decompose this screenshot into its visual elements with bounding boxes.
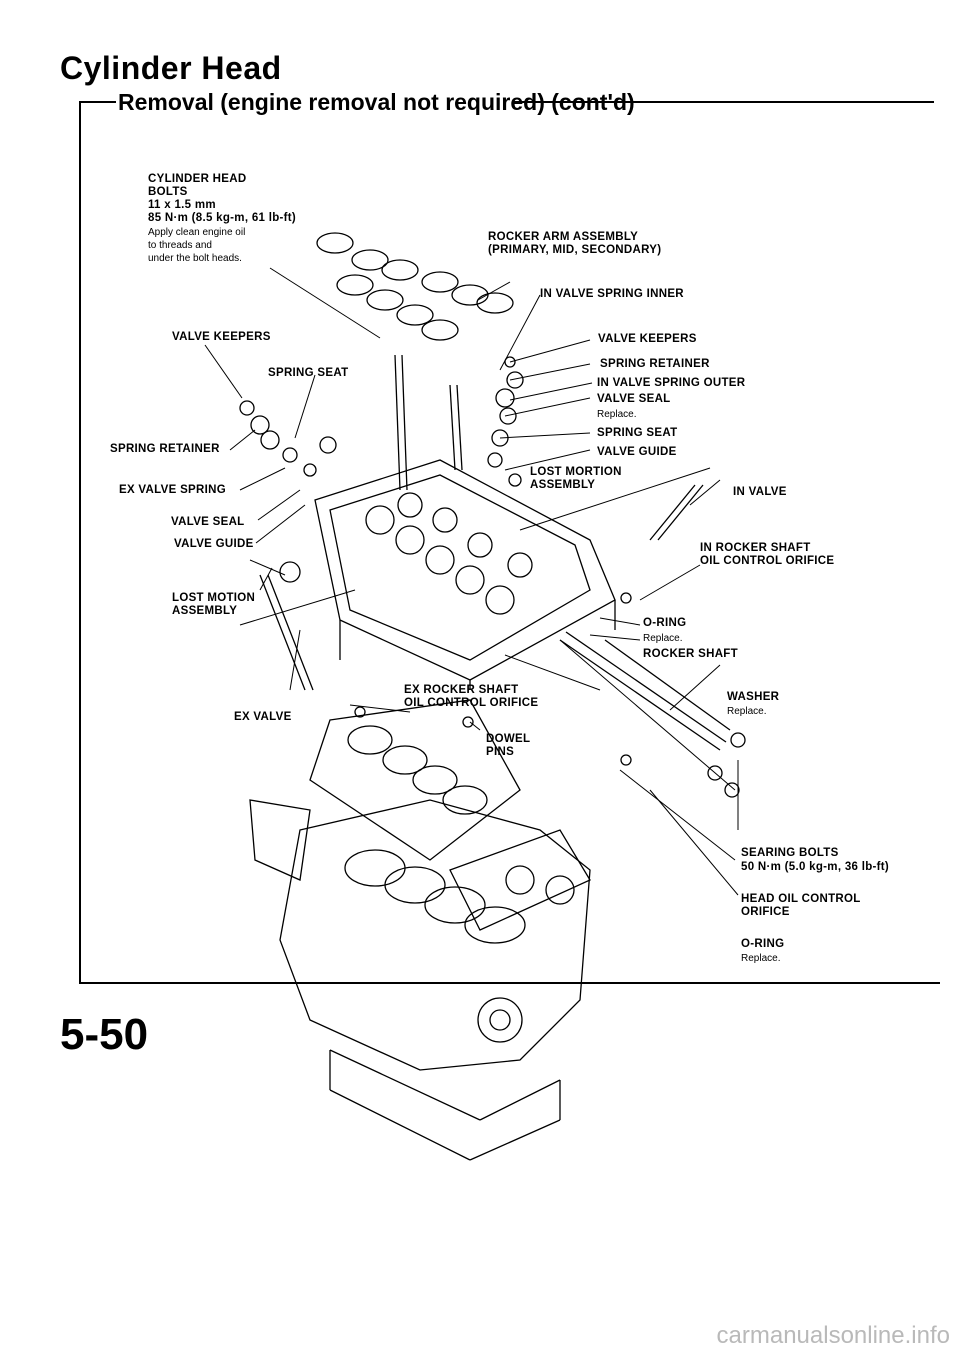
label-valve-seal-right: VALVE SEAL	[597, 393, 671, 405]
section-rule-left	[80, 101, 116, 103]
label-head-oil-control-orifice-2: ORIFICE	[741, 906, 790, 918]
label-spring-seat-right: SPRING SEAT	[597, 427, 678, 439]
footer-rule	[79, 982, 940, 984]
label-lost-motion-right: LOST MORTION	[530, 466, 622, 478]
label-ex-rocker-shaft-orifice-2: OIL CONTROL ORIFICE	[404, 697, 539, 709]
label-replace-4: Replace.	[741, 953, 781, 964]
head-gasket-drawing	[309, 699, 521, 861]
label-valve-keepers-left: VALVE KEEPERS	[172, 331, 271, 343]
label-washer: WASHER	[727, 691, 780, 703]
label-in-rocker-shaft-orifice-2: OIL CONTROL ORIFICE	[700, 555, 835, 567]
rocker-arm-assembly-drawing	[316, 232, 514, 341]
rocker-shafts	[559, 592, 746, 798]
label-valve-guide-left: VALVE GUIDE	[174, 538, 254, 550]
label-o-ring-2: O-RING	[741, 938, 785, 950]
label-lost-motion-right-2: ASSEMBLY	[530, 479, 596, 491]
label-spring-seat-left: SPRING SEAT	[268, 367, 349, 379]
label-head-bolts-3: 11 x 1.5 mm	[148, 199, 216, 211]
label-in-rocker-shaft-orifice: IN ROCKER SHAFT	[700, 542, 811, 554]
label-ex-valve-spring: EX VALVE SPRING	[119, 484, 226, 496]
label-dowel-pins: DOWEL	[486, 733, 531, 745]
page-number: 5-50	[60, 1010, 149, 1059]
label-head-bolts: CYLINDER HEAD	[148, 173, 247, 185]
label-bearing-bolts-2: 50 N·m (5.0 kg-m, 36 lb-ft)	[741, 861, 890, 873]
label-rocker-arm-assembly-2: (PRIMARY, MID, SECONDARY)	[488, 244, 662, 256]
label-dowel-pins-2: PINS	[486, 746, 515, 758]
label-rocker-shaft: ROCKER SHAFT	[643, 648, 738, 660]
label-replace-2: Replace.	[643, 633, 683, 644]
label-head-bolts-7: under the bolt heads.	[148, 253, 242, 264]
label-head-bolts-4: 85 N·m (8.5 kg-m, 61 lb-ft)	[148, 212, 297, 224]
label-head-oil-control-orifice: HEAD OIL CONTROL	[741, 893, 861, 905]
section-rule-right	[514, 101, 934, 103]
label-head-bolts-6: to threads and	[148, 240, 212, 251]
page-title: Cylinder Head	[60, 50, 282, 86]
label-replace-3: Replace.	[727, 706, 767, 717]
engine-block-drawing	[249, 799, 591, 1161]
springs-right	[487, 356, 524, 487]
label-head-bolts-2: BOLTS	[148, 186, 188, 198]
label-replace-1: Replace.	[597, 409, 637, 420]
label-valve-guide-right: VALVE GUIDE	[597, 446, 677, 458]
label-in-valve-spring-inner: IN VALVE SPRING INNER	[540, 288, 684, 300]
label-in-valve: IN VALVE	[733, 486, 787, 498]
section-rule-vertical	[79, 101, 81, 983]
springs-left	[239, 400, 337, 583]
label-ex-valve: EX VALVE	[234, 711, 292, 723]
label-valve-seal-left: VALVE SEAL	[171, 516, 245, 528]
label-head-bolts-5: Apply clean engine oil	[148, 227, 246, 238]
label-spring-retainer-left: SPRING RETAINER	[110, 443, 220, 455]
valve-stems	[259, 354, 704, 691]
label-lost-motion-left: LOST MOTION	[172, 592, 256, 604]
label-valve-keepers-right: VALVE KEEPERS	[598, 333, 697, 345]
label-lost-motion-left-2: ASSEMBLY	[172, 605, 238, 617]
label-spring-retainer-right: SPRING RETAINER	[600, 358, 710, 370]
label-bearing-bolts: SEARING BOLTS	[741, 847, 839, 859]
watermark-text: carmanualsonline.info	[716, 1322, 950, 1349]
cylinder-head-drawing	[314, 459, 616, 690]
label-in-valve-spring-outer: IN VALVE SPRING OUTER	[597, 377, 746, 389]
label-ex-rocker-shaft-orifice: EX ROCKER SHAFT	[404, 684, 519, 696]
label-rocker-arm-assembly: ROCKER ARM ASSEMBLY	[488, 231, 639, 243]
label-o-ring-1: O-RING	[643, 617, 687, 629]
